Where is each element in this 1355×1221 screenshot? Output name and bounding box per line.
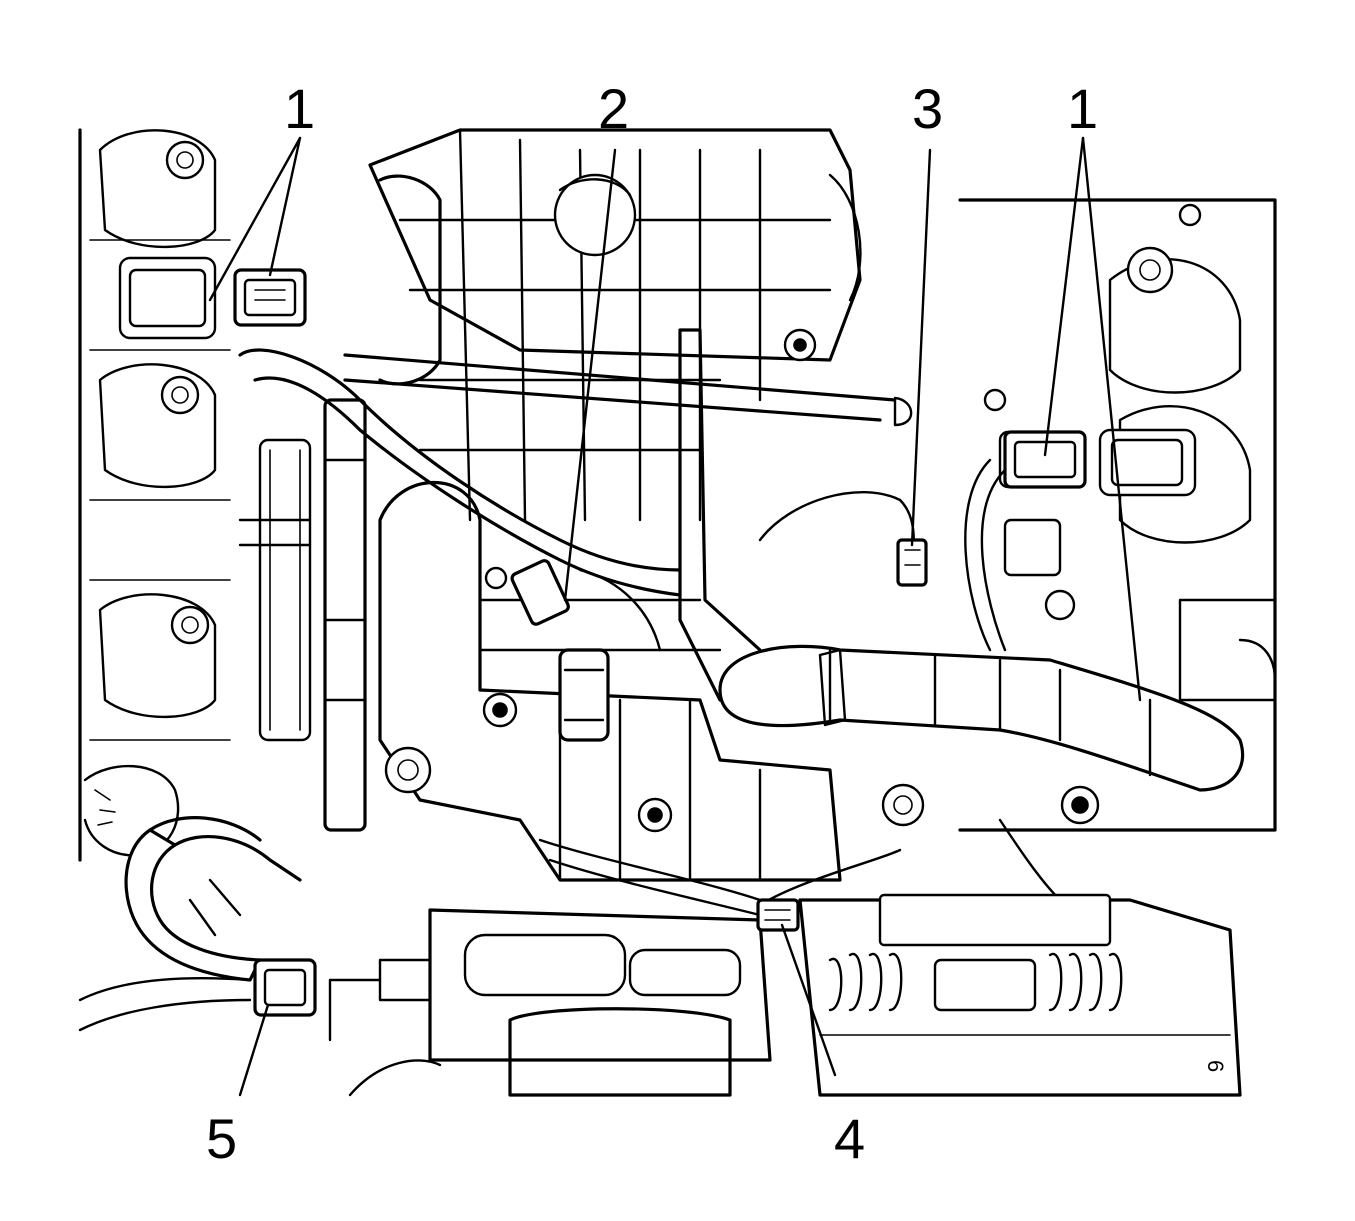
connector-2 [510, 559, 610, 742]
connector-1b-right [1003, 430, 1087, 489]
engine-illustration: 6 [78, 128, 1277, 1097]
connector-3 [896, 538, 928, 587]
callout-1-left: 1 [284, 77, 315, 140]
small-wires [238, 458, 1062, 917]
connector-4 [756, 898, 800, 932]
callout-2: 2 [598, 77, 629, 140]
svg-text:6: 6 [1203, 1060, 1228, 1072]
throttle-body-area [328, 908, 772, 1097]
connector-1a-left [233, 268, 307, 327]
connector-5 [253, 958, 317, 1017]
main-wiring-harness [238, 328, 1245, 792]
left-fuel-rail [258, 398, 367, 832]
left-coil-stack [78, 128, 231, 862]
callout-5: 5 [206, 1107, 237, 1170]
left-harness-loop [78, 816, 302, 1032]
callout-3: 3 [912, 77, 943, 140]
callout-4: 4 [834, 1107, 865, 1170]
intake-manifold [368, 128, 862, 522]
lower-plenum [378, 480, 925, 882]
generator-housing: 6 [798, 893, 1242, 1097]
callout-labels: 1 2 3 1 4 5 [206, 77, 1098, 1170]
leader-lines [208, 136, 1142, 1097]
callout-1-right: 1 [1067, 77, 1098, 140]
